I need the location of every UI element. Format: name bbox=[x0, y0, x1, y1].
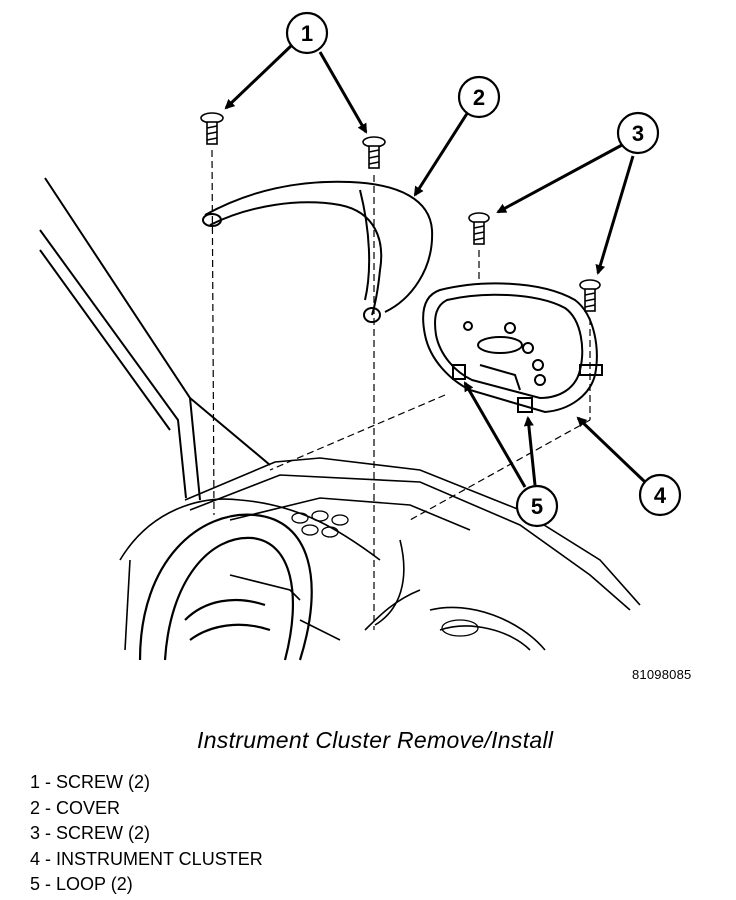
legend-number: 5 bbox=[30, 874, 41, 894]
legend-item: 5 - LOOP (2) bbox=[30, 874, 133, 894]
callout-1: 1 bbox=[224, 11, 368, 134]
legend-number: 2 bbox=[30, 797, 41, 818]
callout-3: 3 bbox=[496, 111, 660, 275]
legend-number: 3 bbox=[30, 823, 41, 843]
parts-legend: 1 - SCREW (2) 2 - COVER 3 - SCREW (2) 4 … bbox=[30, 770, 263, 898]
legend-item: 1 - SCREW (2) bbox=[30, 772, 151, 792]
callout-number: 5 bbox=[531, 494, 543, 519]
callout-number: 3 bbox=[632, 121, 644, 146]
figure-id: 81098085 bbox=[632, 667, 692, 682]
dashboard bbox=[119, 457, 641, 651]
dash-vents bbox=[291, 510, 479, 637]
legend-text: SCREW (2) bbox=[56, 772, 151, 792]
legend-text: LOOP (2) bbox=[56, 874, 133, 894]
callout-number: 1 bbox=[301, 21, 313, 46]
exploded-view-diagram: 1 2 3 4 5 bbox=[39, 11, 682, 661]
callout-2: 2 bbox=[413, 75, 501, 197]
callout-5: 5 bbox=[463, 381, 559, 528]
legend-number: 1 bbox=[30, 772, 41, 792]
screw-icon-3a bbox=[468, 212, 490, 245]
legend-text: COVER bbox=[56, 797, 121, 818]
legend-item: 2 - COVER bbox=[30, 797, 121, 818]
callout-number: 4 bbox=[654, 483, 667, 508]
screw-icon-3b bbox=[579, 279, 601, 312]
figure-caption: Instrument Cluster Remove/Install bbox=[197, 727, 554, 753]
legend-text: SCREW (2) bbox=[56, 823, 151, 843]
legend-text: INSTRUMENT CLUSTER bbox=[56, 848, 263, 869]
legend-number: 4 bbox=[30, 848, 41, 869]
alignment-lines bbox=[211, 149, 591, 630]
windshield-pillar bbox=[39, 177, 271, 501]
screw-icon-1a bbox=[200, 112, 224, 145]
legend-item: 4 - INSTRUMENT CLUSTER bbox=[30, 848, 263, 869]
screw-icon-1b bbox=[362, 136, 386, 169]
callout-number: 2 bbox=[473, 85, 485, 110]
callout-4: 4 bbox=[576, 416, 682, 517]
cluster-cover bbox=[202, 180, 434, 323]
legend-item: 3 - SCREW (2) bbox=[30, 823, 151, 843]
steering-wheel bbox=[138, 513, 313, 661]
instrument-cluster bbox=[422, 282, 603, 414]
